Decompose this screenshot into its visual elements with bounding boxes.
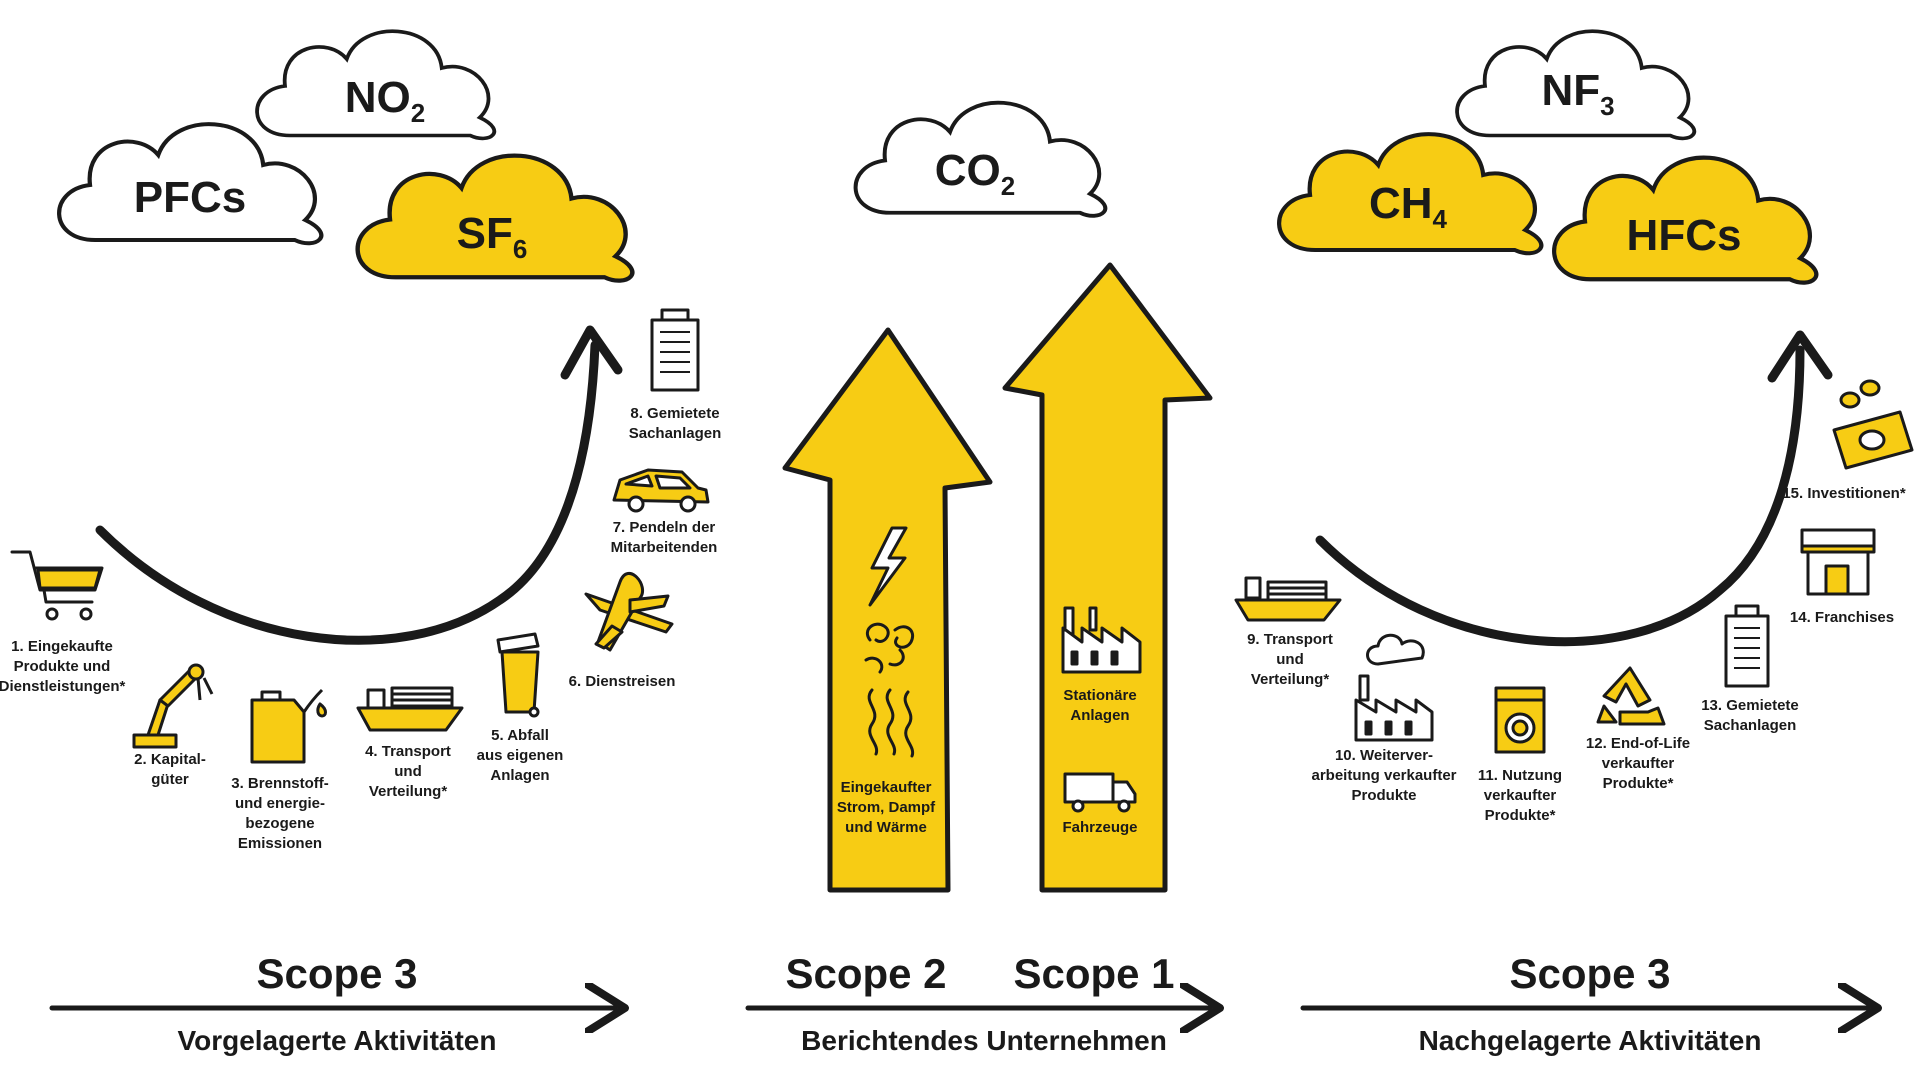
recycle-icon: [1596, 666, 1666, 726]
downstream-item-label-15: 15. Investitionen*: [1782, 485, 1906, 502]
scope1-arrow: [1002, 262, 1213, 893]
smoking-factory-icon: [1354, 633, 1434, 742]
lightning-icon: [868, 526, 908, 607]
upstream-scope-title: Scope 3: [256, 950, 418, 997]
airplane-icon: [584, 572, 674, 652]
gas-label-pfcs: PFCs: [134, 173, 246, 222]
downstream-item-label-14: 14. Franchises: [1789, 609, 1895, 626]
downstream-scope-title: Scope 3: [1509, 950, 1671, 997]
steam-icon: [864, 622, 914, 674]
cargo-ship-icon-2: [1234, 576, 1342, 622]
robot-arm-icon: [132, 663, 214, 749]
gas-label-ch4: CH4: [1369, 179, 1448, 234]
scope1-vehicles-label: Fahrzeuge: [1062, 819, 1138, 836]
money-icon: [1832, 379, 1914, 470]
waste-bin-icon: [496, 632, 540, 718]
factory-icon: [1061, 606, 1142, 674]
upstream-section-title: Vorgelagerte Aktivitäten: [177, 1025, 497, 1056]
gas-label-no2: NO2: [345, 73, 425, 128]
office-building-icon-2: [1724, 604, 1770, 688]
reporting-section-title: Berichtendes Unternehmen: [801, 1025, 1167, 1056]
upstream-curved-arrow: [95, 340, 600, 645]
shopping-cart-icon: [10, 550, 104, 621]
storefront-icon: [1800, 528, 1876, 596]
office-building-icon: [650, 308, 700, 392]
upstream-item-label-2: 2. Kapital-güter: [134, 751, 206, 788]
gas-label-hfcs: HFCs: [1627, 211, 1742, 260]
gas-label-nf3: NF3: [1541, 66, 1614, 121]
fuel-canister-icon: [250, 688, 327, 764]
downstream-section-title: Nachgelagerte Aktivitäten: [1418, 1025, 1762, 1056]
washing-machine-icon: [1494, 686, 1546, 754]
heat-waves-icon: [867, 688, 915, 758]
upstream-item-label-6: 6. Dienstreisen: [568, 673, 676, 690]
gas-label-sf6: SF6: [457, 209, 528, 264]
scope2-arrow: [782, 327, 993, 893]
upstream-curved-arrowhead: [560, 325, 623, 380]
truck-icon: [1063, 772, 1137, 813]
scope1-title: Scope 1: [1013, 950, 1175, 997]
cargo-ship-icon: [356, 686, 464, 732]
scope2-title: Scope 2: [785, 950, 947, 997]
downstream-curved-arrowhead: [1767, 330, 1833, 383]
gas-label-co2: CO2: [935, 146, 1015, 201]
car-icon: [612, 468, 710, 513]
downstream-curved-arrow: [1315, 345, 1805, 647]
